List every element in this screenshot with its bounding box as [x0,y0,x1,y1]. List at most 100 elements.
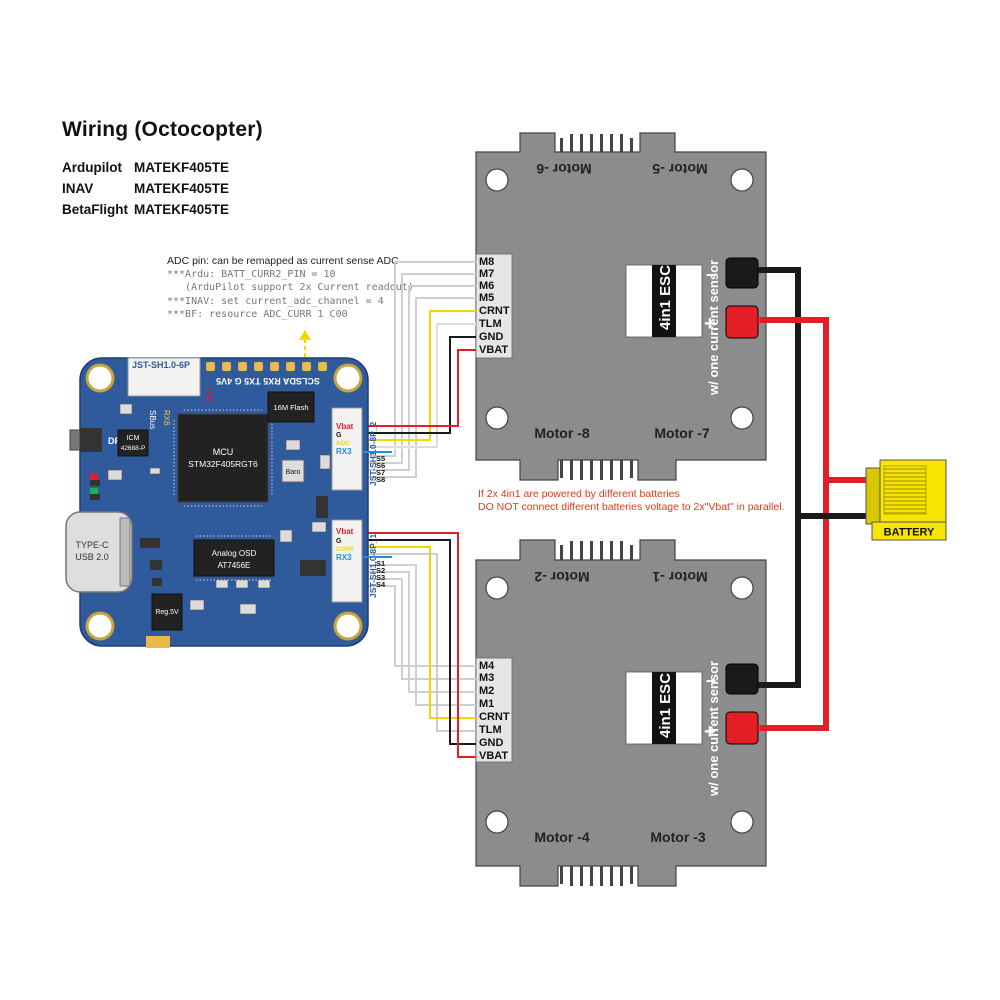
mount-hole [333,363,363,393]
conn1-signal: S1 [376,559,385,568]
motor-label: Motor -2 [534,569,589,585]
sbus-label: SBus [148,410,157,429]
baro-label: Baro [286,469,301,476]
conn2-pin: ADC [336,440,350,447]
mount-hole [485,576,509,600]
esc-pin: M3 [479,672,494,684]
motor-label: Motor -3 [650,829,705,845]
esc-pin: GND [479,737,504,749]
mount-hole [85,611,115,641]
battery-label: BATTERY [884,527,935,539]
esc-label-band [652,672,676,744]
adc-note-line: ***Ardu: BATT_CURR2_PIN = 10 [167,269,336,281]
adc-note: ADC pin: can be remapped as current sens… [167,255,414,321]
mount-hole [485,168,509,192]
esc-pin: M5 [479,292,494,304]
firmware-name: INAV [62,181,94,196]
adc-note-line: (ArduPilot support 2x Current readout) [167,282,414,294]
adc-note-line: ***INAV: set current_adc_channel = 4 [167,295,384,307]
warning-line: DO NOT connect different batteries volta… [478,501,785,513]
esc-sub-label: w/ one current sensor [706,661,721,797]
esc-pin: M6 [479,280,494,292]
baro-chip [281,459,305,483]
dfu-button-body [80,428,102,452]
esc-top-board: Motor -6 Motor -5 Motor -8 Motor -7 4in1… [475,132,767,481]
imu-label: ICM [127,435,140,442]
conn1-pin: G [336,538,342,545]
esc-sub-label: w/ one current sensor [706,260,721,396]
plus-sign: + [704,313,716,335]
plus-sign: + [704,721,716,743]
motor-label: Motor -5 [652,161,707,177]
top-pad-labels: SCLSDA RX5 TX5 G 4V5 [216,376,320,386]
regulator-chip [151,593,183,631]
minus-sign: – [706,670,716,690]
flash-label: 16M Flash [273,403,308,412]
power-wires [758,267,870,731]
motor-label: Motor -4 [534,829,589,845]
esc-pin: M1 [479,698,494,710]
rx6-label: RX6 [162,410,171,426]
esc-pin: TLM [479,318,502,330]
mount-hole [730,168,754,192]
flash-chip [267,391,315,423]
firmware-row: INAV MATEKF405TE [62,181,229,202]
conn1-pin: RX3 [336,553,352,562]
mount-hole [333,611,363,641]
osd-label: Analog OSD [212,549,257,558]
usb-label: TYPE-C [75,540,109,550]
conn2-pin: Vbat [336,422,354,431]
osd-chip [193,539,275,577]
esc-label: 4in1 ESC [657,265,674,330]
conn2-pin: RX3 [336,447,352,456]
conn1-pin: Vbat [336,527,354,536]
fc-board: JST-SH1.0-6P SCLSDA RX5 TX5 G 4V5 RX6 SB… [65,357,392,648]
firmware-target: MATEKF405TE [134,160,230,175]
power-pad [146,636,170,648]
esc-pin-header [475,253,513,359]
conn1-pin: CURR [336,547,354,553]
mount-hole [485,406,509,430]
usb-label-2: USB 2.0 [75,552,109,562]
esc-pos-pad [725,305,759,339]
esc-pin: CRNT [479,305,510,317]
jst-8p-1-connector [331,519,363,603]
esc-pin: M7 [479,268,494,280]
esc-neg-pad [725,663,759,695]
dfu-label: DFU [108,436,127,446]
conn2-label: JST-SH1.0-8P_2 [368,421,378,486]
firmware-target: MATEKF405TE [134,181,230,196]
motor-label: Motor -7 [654,425,709,441]
conn2-signal: S8 [376,475,385,484]
motor-label: Motor -6 [536,161,591,177]
dfu-button[interactable] [69,429,81,451]
esc-pin: VBAT [479,344,508,356]
esc-pin: TLM [479,724,502,736]
header: Wiring (Octocopter) [62,118,263,142]
jst-6p-connector [127,357,201,397]
esc-pin: CRNT [479,711,510,723]
wire-black [758,267,801,688]
mcu-part: STM32F405RGT6 [188,459,258,469]
esc-pin: M2 [479,685,494,697]
esc-pin: M8 [479,256,494,268]
osd-part: AT7456E [218,561,251,570]
esc-bottom-board: Motor -2 Motor -1 Motor -4 Motor -3 4in1… [475,539,767,887]
esc-pos-pad [725,711,759,745]
conn2-pin: G [336,432,342,439]
mcu-label: MCU [213,447,234,457]
adc-note-head: ADC pin: can be remapped as current sens… [167,255,399,267]
imu-chip [117,429,149,457]
motor-label: Motor -1 [652,569,707,585]
conn1-label: JST-SH1.0-8P_1 [368,533,378,598]
imu-label-2: 42688-P [121,445,146,452]
esc-neg-pad [725,257,759,289]
minus-sign: – [706,264,716,284]
side-pad-labels: V G [204,388,213,402]
esc-label-band [652,265,676,337]
usb-c-port[interactable] [65,511,133,593]
